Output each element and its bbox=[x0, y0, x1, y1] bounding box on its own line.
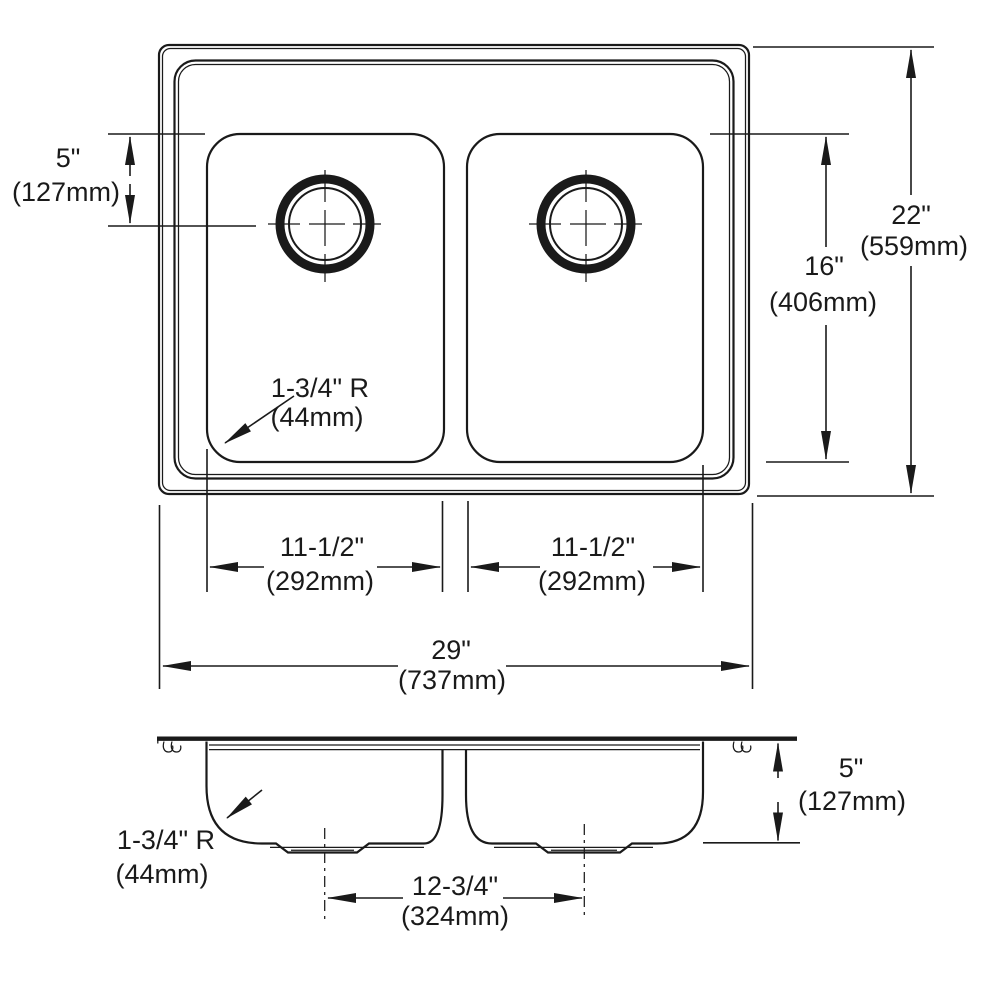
right-drain-hole bbox=[529, 170, 642, 282]
side-view bbox=[157, 736, 797, 922]
dim-hole-offset-label-in: 5" bbox=[56, 143, 81, 173]
plan-radius-label-mm: (44mm) bbox=[271, 402, 364, 432]
dim-overall-depth-label-mm: (559mm) bbox=[860, 231, 968, 261]
side-right-bowl-profile bbox=[464, 741, 705, 854]
dim-depth-label-mm: (127mm) bbox=[798, 786, 906, 816]
dim-left-bowl-label-in: 11-1/2" bbox=[280, 532, 364, 562]
side-left-bowl-profile bbox=[205, 741, 444, 854]
dim-depth-label-in: 5" bbox=[839, 753, 864, 783]
top-view bbox=[157, 43, 751, 496]
mounting-clip-left bbox=[162, 741, 182, 753]
sink-rim-bead bbox=[173, 59, 735, 480]
side-view-dimensions: 1-3/4" R (44mm) 12-3/4" (324mm) 5" (127m… bbox=[116, 742, 906, 931]
left-bowl bbox=[205, 132, 446, 464]
dim-overall-width-label-in: 29" bbox=[431, 635, 471, 665]
right-bowl bbox=[465, 132, 705, 464]
dim-left-bowl-label-mm: (292mm) bbox=[266, 566, 374, 596]
dim-right-bowl-label-mm: (292mm) bbox=[538, 566, 646, 596]
sink-outer-edge bbox=[157, 43, 751, 496]
plan-radius-label-r: 1-3/4" R bbox=[271, 373, 369, 403]
top-view-dimensions: 5" (127mm) 22" (559mm) 16" (406mm) 1-3/4… bbox=[12, 46, 968, 695]
mounting-clip-right bbox=[732, 741, 752, 753]
side-radius-label-mm: (44mm) bbox=[116, 859, 209, 889]
dim-drain-spacing-label-mm: (324mm) bbox=[401, 901, 509, 931]
dim-hole-offset-label-mm: (127mm) bbox=[12, 177, 120, 207]
side-radius-leader-arrow bbox=[226, 789, 263, 819]
dim-drain-spacing-label-in: 12-3/4" bbox=[412, 871, 498, 901]
plan-radius-leader-arrow bbox=[224, 395, 295, 444]
sink-outer-edge-inner-line bbox=[161, 47, 747, 492]
side-radius-label-r: 1-3/4" R bbox=[117, 825, 215, 855]
dim-right-bowl-label-in: 11-1/2" bbox=[551, 532, 635, 562]
dim-overall-depth-label-in: 22" bbox=[891, 200, 931, 230]
dim-overall-width-label-mm: (737mm) bbox=[398, 665, 506, 695]
dim-bowl-length-label-mm: (406mm) bbox=[769, 287, 877, 317]
dim-bowl-length-label-in: 16" bbox=[804, 251, 844, 281]
left-drain-hole bbox=[268, 170, 381, 282]
sink-rim-bead-inner-line bbox=[177, 63, 731, 476]
